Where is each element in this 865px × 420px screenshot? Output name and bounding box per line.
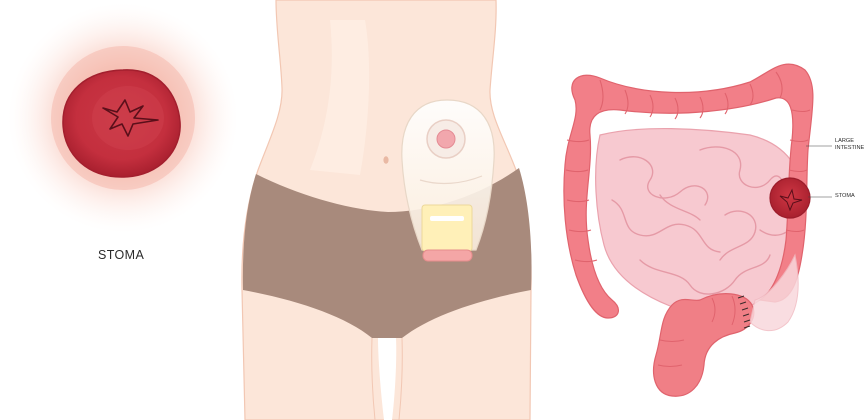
stoma-label: STOMA xyxy=(835,193,855,199)
intestine-diagram xyxy=(564,64,832,396)
pouch-stoma-icon xyxy=(437,130,455,148)
stoma-closeup-title: STOMA xyxy=(98,248,144,262)
stoma-closeup xyxy=(8,3,238,233)
intestine-stoma xyxy=(770,178,810,218)
large-intestine-label: LARGE INTESTINE xyxy=(835,138,864,152)
rectum xyxy=(654,294,754,397)
pouch-white-stripe xyxy=(430,216,464,221)
stoma-highlight xyxy=(92,86,164,150)
pouch-clip xyxy=(423,250,472,261)
navel-icon xyxy=(383,156,388,164)
pouch-yellow-band xyxy=(422,205,472,251)
large-intestine-label-line2: INTESTINE xyxy=(835,145,864,151)
large-intestine-label-line1: LARGE xyxy=(835,138,854,144)
